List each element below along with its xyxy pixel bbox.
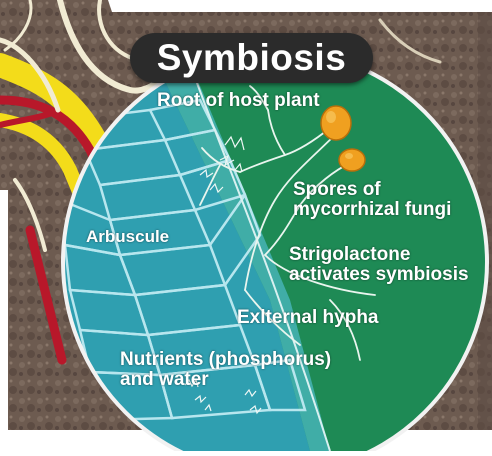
diagram-title: Symbiosis — [157, 37, 347, 79]
label-spores: Spores of mycorrhizal fungi — [293, 180, 451, 220]
label-nutrients: Nutrients (phosphorus) and water — [120, 350, 331, 390]
label-nutrients-line1: Nutrients (phosphorus) — [120, 350, 331, 370]
label-arbuscule: Arbuscule — [86, 228, 169, 246]
label-nutrients-line2: and water — [120, 370, 331, 390]
label-spores-line2: mycorrhizal fungi — [293, 200, 451, 220]
label-spores-line1: Spores of — [293, 180, 451, 200]
title-badge: Symbiosis — [130, 33, 373, 83]
label-strigolactone-line1: Strigolactone — [289, 245, 469, 265]
label-strigolactone-line2: activates symbiosis — [289, 265, 469, 285]
label-external-hypha: Exlternal hypha — [237, 308, 379, 328]
label-root-host-plant: Root of host plant — [157, 91, 320, 111]
label-strigolactone: Strigolactone activates symbiosis — [289, 245, 469, 285]
